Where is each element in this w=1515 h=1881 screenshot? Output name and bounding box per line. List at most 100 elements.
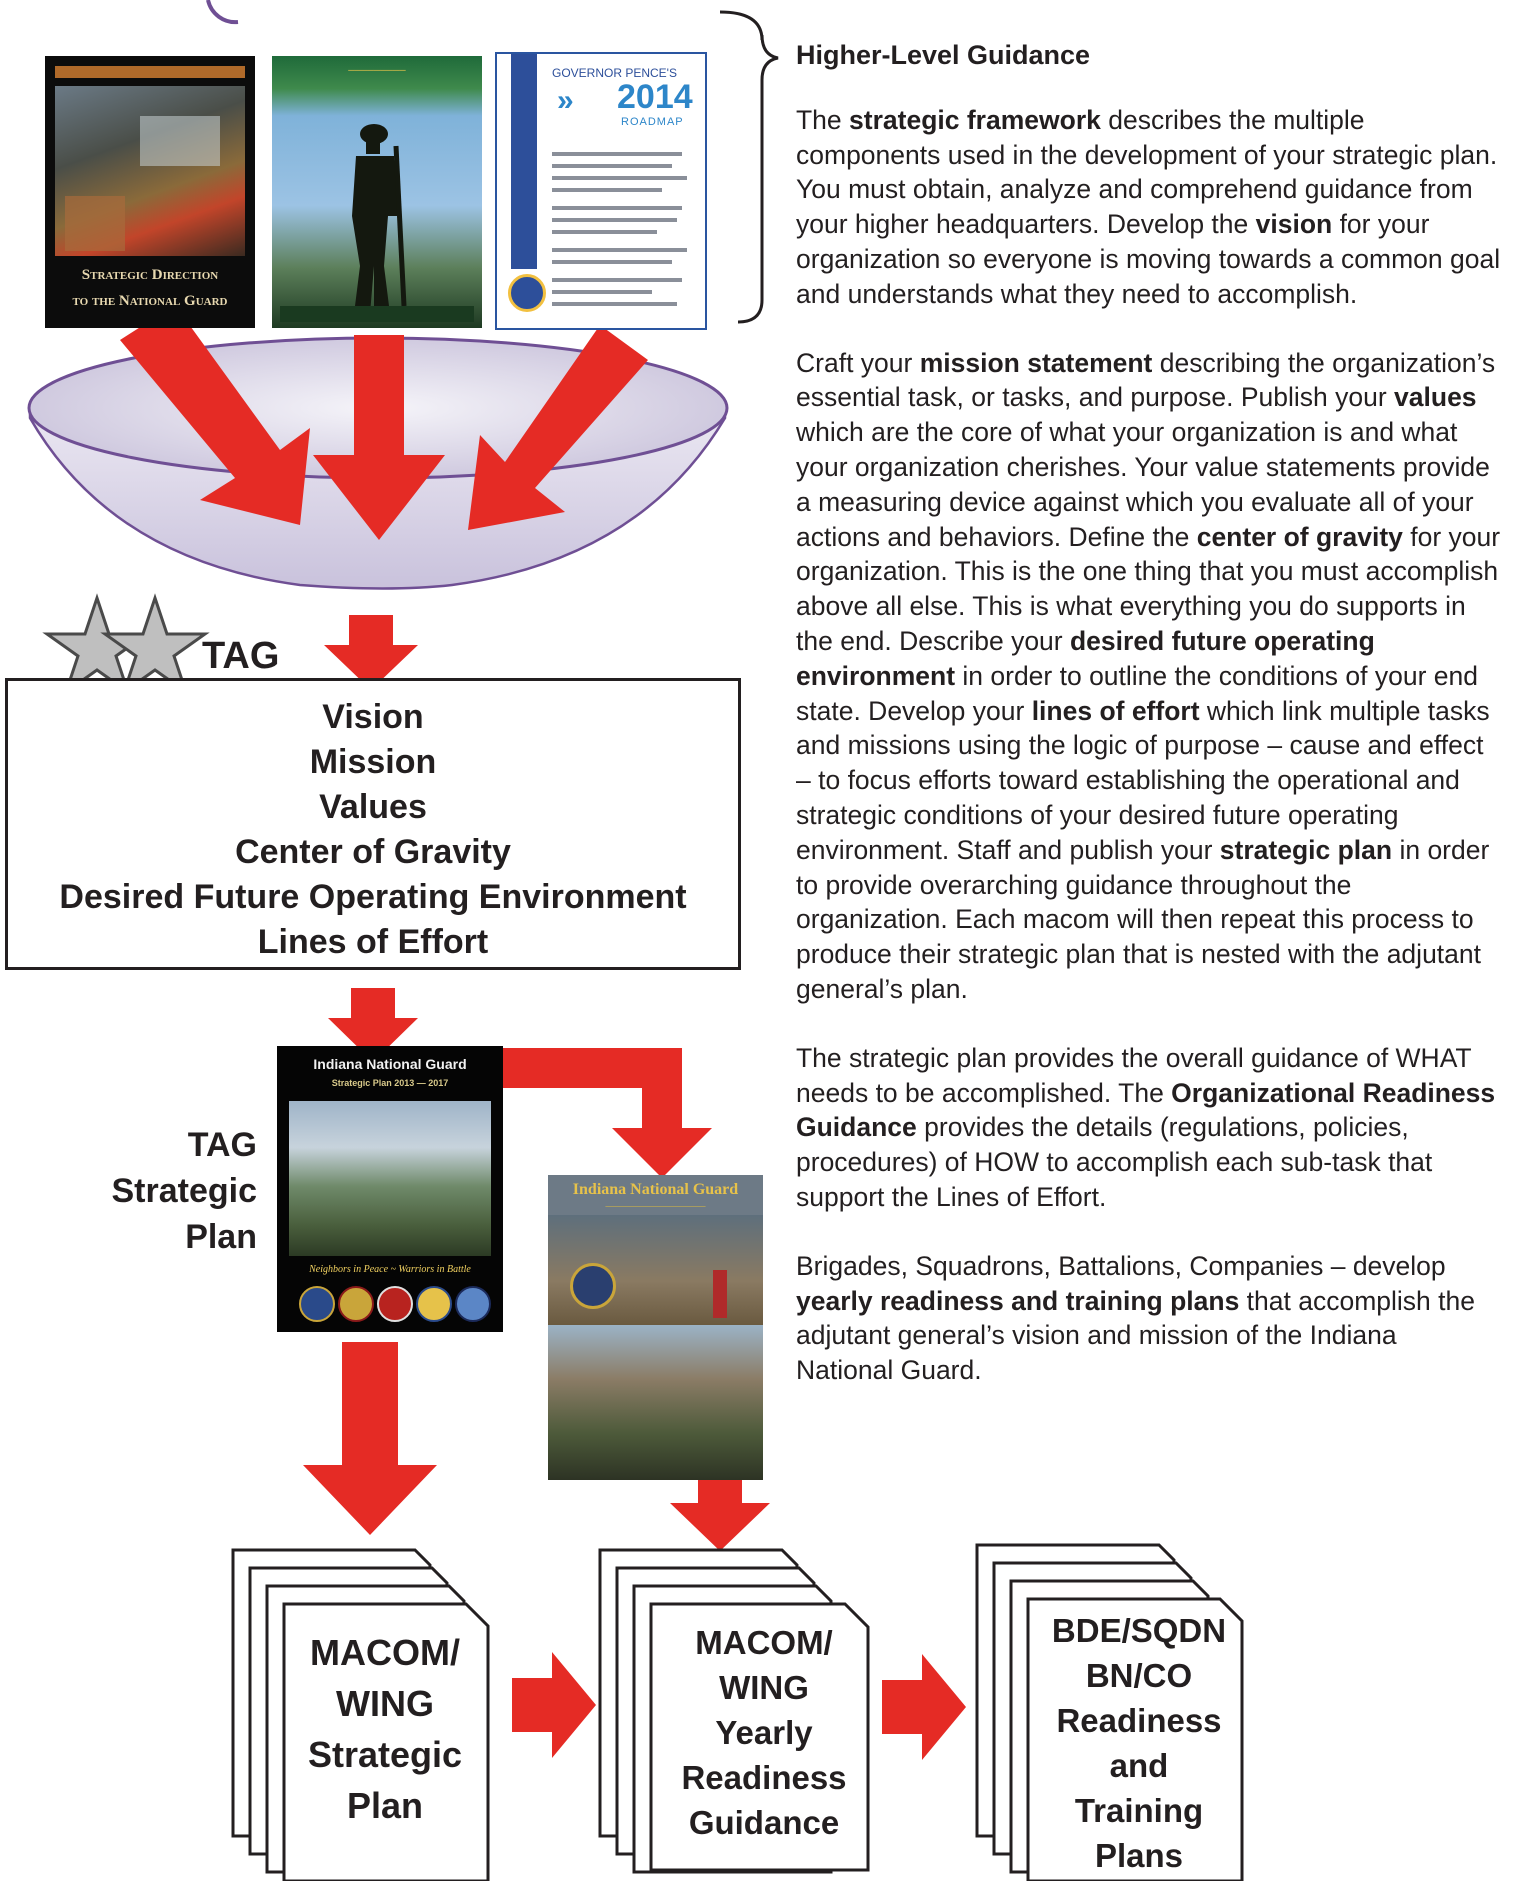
bold-term: yearly readiness and training plans: [796, 1285, 1240, 1316]
org-cover-photo-bottom: [548, 1325, 763, 1480]
strategic-planning-guidance-cover: ─────────: [272, 56, 482, 328]
stack3-document-pages: [975, 1543, 1244, 1881]
tag-strategic-plan-label-line1: TAG: [187, 1126, 257, 1164]
org-cover-title: Indiana National Guard: [572, 1181, 739, 1198]
stack2-document-pages: [598, 1548, 870, 1874]
tag-strategic-plan-label: TAG Strategic Plan: [112, 1122, 258, 1260]
arrow-funnel-to-tag: [324, 615, 418, 690]
arrow-cover1-to-funnel: [120, 305, 310, 525]
guidance-bracket: [719, 10, 779, 324]
paragraph-training-plans: Brigades, Squadrons, Battalions, Compani…: [796, 1249, 1501, 1388]
tag-strategic-plan-label-line3: Plan: [185, 1218, 257, 1256]
seal-icon: [338, 1286, 374, 1322]
bold-term: center of gravity: [1196, 521, 1403, 552]
bold-term: strategic framework: [849, 104, 1101, 135]
stack2-line: Yearly: [715, 1714, 813, 1751]
seal-icon: [570, 1263, 616, 1309]
roadmap-label: ROADMAP: [621, 116, 684, 128]
bde-readiness-training-plans-label: BDE/SQDN BN/CO Readiness and Training Pl…: [1040, 1608, 1238, 1878]
stack1-line: WING: [336, 1683, 434, 1724]
stack2-line: Guidance: [688, 1804, 840, 1841]
text-run: for your organization. This is the one t…: [796, 521, 1501, 656]
bold-term: values: [1394, 382, 1477, 413]
text-run: describes the multiple components used i…: [796, 104, 1498, 240]
tag-label: TAG: [202, 635, 280, 677]
text-run: that accomplish the adjutant general’s v…: [796, 1285, 1475, 1386]
tag-strategic-plan-label-line2: Strategic: [111, 1172, 258, 1210]
text-line: [552, 152, 682, 156]
paragraph-readiness-guidance: The strategic plan provides the overall …: [796, 1041, 1501, 1215]
tag-item-vision: Vision: [322, 698, 424, 736]
text-run: in order to provide overarching guidance…: [796, 834, 1490, 1004]
seal-icon: [455, 1286, 491, 1322]
stack1-line: MACOM/: [310, 1632, 460, 1673]
stack3-line: and: [1109, 1747, 1169, 1784]
organizational-readiness-guidance-cover: Indiana National Guard ——————————: [548, 1175, 763, 1480]
arrow-plan-to-stack1: [303, 1342, 437, 1535]
text-line: [552, 176, 687, 180]
tag-item-lines-of-effort: Lines of Effort: [257, 923, 489, 961]
text-line: [552, 230, 657, 234]
explanatory-text: Higher-Level Guidance The strategic fram…: [796, 38, 1501, 1422]
text-run: The: [796, 104, 850, 135]
stack3-line: BDE/SQDN: [1051, 1612, 1227, 1649]
roadmap-year: 2014: [617, 78, 693, 116]
text-run: which link multiple tasks and missions u…: [796, 695, 1490, 865]
text-line: [552, 248, 687, 252]
roadmap-chevron-icon: »: [557, 84, 574, 117]
strategic-direction-cover: Strategic Direction to the National Guar…: [45, 56, 255, 328]
cover-header-text: ─────────: [348, 65, 406, 75]
stack1-line: Strategic: [307, 1734, 463, 1775]
roadmap-medal-icon: [508, 274, 546, 312]
star-icon: [100, 593, 210, 696]
tag-item-desired-future-operating-environment: Desired Future Operating Environment: [59, 878, 687, 916]
macom-wing-strategic-plan-label: MACOM/ WING Strategic Plan: [295, 1627, 475, 1831]
text-line: [552, 260, 672, 264]
seal-icon: [377, 1286, 413, 1322]
bold-term: strategic plan: [1219, 834, 1393, 865]
macom-wing-yearly-readiness-guidance-label: MACOM/ WING Yearly Readiness Guidance: [664, 1620, 864, 1845]
text-line: [552, 164, 672, 168]
stack2-line: WING: [719, 1669, 809, 1706]
text-line: [552, 206, 682, 210]
stack3-line: Readiness: [1056, 1702, 1222, 1739]
tag-item-center-of-gravity: Center of Gravity: [235, 833, 511, 871]
text-line: [552, 290, 652, 294]
arrow-plan-to-readiness-guidance: [500, 1048, 712, 1178]
top-circle-fragment: [206, 0, 239, 25]
bold-term: Organizational Readiness Guidance: [796, 1077, 1496, 1143]
bold-term: lines of effort: [1031, 695, 1200, 726]
tag-item-values: Values: [319, 788, 427, 826]
cover-photo-helicopter: [140, 116, 220, 166]
text-line: [552, 278, 682, 282]
tag-item-mission: Mission: [309, 743, 437, 781]
arrow-cover3-to-funnel: [468, 325, 648, 530]
text-run: describing the organization’s essential …: [796, 347, 1496, 413]
stack1-line: Plan: [346, 1785, 424, 1826]
stack3-line: Plans: [1094, 1837, 1184, 1874]
text-line: [552, 218, 677, 222]
paragraph-strategic-framework: The strategic framework describes the mu…: [796, 103, 1501, 312]
governor-roadmap-cover: GOVERNOR PENCE'S » 2014 ROADMAP: [495, 52, 707, 330]
higher-level-guidance-heading: Higher-Level Guidance: [796, 40, 1091, 70]
tag-strategic-plan-cover: Indiana National Guard Strategic Plan 20…: [277, 1046, 503, 1332]
text-run: for your organization so everyone is mov…: [796, 209, 1501, 309]
roadmap-governor-label: GOVERNOR PENCE'S: [552, 66, 677, 80]
stack3-line: BN/CO: [1085, 1657, 1193, 1694]
bold-term: mission statement: [919, 347, 1153, 378]
text-line: [552, 188, 662, 192]
tag-plan-cover-subtitle: Strategic Plan 2013 — 2017: [331, 1078, 449, 1088]
cover-photo-inset: [65, 196, 125, 251]
text-run: provides the details (regulations, polic…: [796, 1112, 1433, 1212]
strategic-direction-title-line2: to the National Guard: [72, 293, 228, 309]
seal-icon: [299, 1286, 335, 1322]
arrow-stack1-to-stack2: [512, 1652, 596, 1758]
text-run: Brigades, Squadrons, Battalions, Compani…: [796, 1250, 1446, 1281]
arrow-stack2-to-stack3: [882, 1654, 966, 1760]
cover-header-strip: [55, 66, 245, 78]
text-run: The strategic plan provides the overall …: [796, 1042, 1472, 1108]
text-line: [552, 302, 677, 306]
stack3-line: Training: [1074, 1792, 1204, 1829]
arrow-cover2-to-funnel: [313, 335, 445, 540]
